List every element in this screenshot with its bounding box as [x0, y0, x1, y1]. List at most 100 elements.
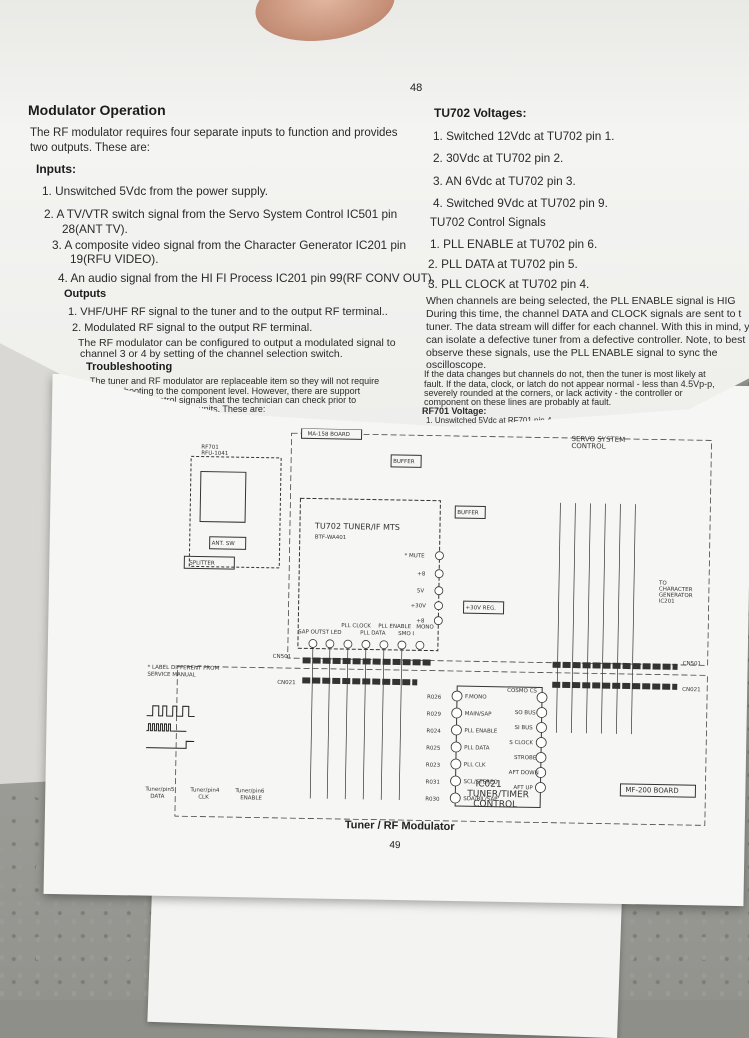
troubleshooting-line-2: troubleshooting to the component level. … [92, 386, 361, 396]
page-49: RF701 RFU-1041 ANT. SW SPLITTER MA-158 B… [43, 373, 749, 907]
wave-label-clk-1: Tuner/pin4 [189, 787, 220, 794]
cn501-right: CN501 [683, 661, 702, 667]
para1-line-3: tuner. The data stream will differ for e… [426, 321, 749, 333]
para2-line-1: If the data changes but channels do not,… [424, 369, 706, 379]
ic021-pin-pll-enable: PLL ENABLE [464, 728, 497, 735]
rf701-item: 1. Unswitched 5Vdc at RF701 pin 4. [426, 416, 554, 425]
tuner-rf-modulator-schematic: RF701 RFU-1041 ANT. SW SPLITTER MA-158 B… [144, 427, 712, 826]
cn021-left: CN021 [277, 680, 296, 686]
wave-label-data-1: Tuner/pin5 [144, 787, 175, 794]
tuner-title: TU702 TUNER/IF MTS [314, 522, 400, 532]
tuner-pin-sap-out: SAP OUT [298, 629, 323, 635]
control-2: 2. PLL DATA at TU702 pin 5. [428, 257, 578, 271]
servo-control-label: CONTROL [571, 442, 605, 451]
voltage-3: 3. AN 6Vdc at TU702 pin 3. [433, 174, 576, 188]
page-number-48: 48 [410, 82, 423, 94]
control-1: 1. PLL ENABLE at TU702 pin 6. [430, 237, 598, 251]
schematic-caption: Tuner / RF Modulator [344, 819, 455, 834]
config-line-2: channel 3 or 4 by setting of the channel… [80, 348, 343, 360]
ic021-left-pins: F.MONO MAIN/SAP PLL ENABLE PLL DATA PLL … [425, 690, 498, 804]
input-2-cont: 28(ANT TV). [62, 222, 128, 236]
tuner-pin-st-led: ST LED [322, 630, 341, 636]
wave-label-enable-1: Tuner/pin6 [234, 788, 265, 795]
to-cg-2: CHARACTER [659, 587, 693, 594]
output-1: 1. VHF/UHF RF signal to the tuner and to… [68, 306, 388, 318]
para2-line-4: component on these lines are probably at… [424, 397, 612, 407]
to-cg-3: GENERATOR [659, 593, 693, 600]
config-line-1: The RF modulator can be configured to ou… [78, 337, 396, 349]
ic021-pin-s-clock: S CLOCK [509, 740, 533, 746]
res-r029: R029 [427, 712, 442, 718]
tuner-pin-pll-data: PLL DATA [360, 630, 386, 636]
tuner-5v-label: 5V [417, 588, 425, 594]
res-r031: R031 [425, 780, 439, 786]
tuner-8v-2-label: +8 [416, 618, 425, 624]
label-note-1: * LABEL DIFFERENT FROM [147, 665, 219, 672]
rf701-heading: RF701 Voltage: [422, 406, 487, 416]
para2-line-2: fault. If the data, clock, or latch do n… [424, 379, 715, 389]
voltage-2: 2. 30Vdc at TU702 pin 2. [433, 151, 564, 165]
troubleshooting-heading: Troubleshooting [86, 361, 173, 373]
res-r030: R030 [425, 796, 440, 802]
voltage-4: 4. Switched 9Vdc at TU702 pin 9. [433, 196, 608, 210]
buffer-2: BUFFER [457, 510, 479, 516]
troubleshooting-line-3: voltages and control signals that the te… [96, 395, 357, 405]
tuner-pin-pll-enable: PLL ENABLE [378, 624, 411, 631]
res-r025: R025 [426, 746, 441, 752]
to-cg-1: TO [658, 581, 667, 587]
cn021-right: CN021 [682, 687, 701, 693]
buffer-1: BUFFER [393, 459, 415, 465]
res-r026: R026 [427, 695, 442, 701]
inputs-heading: Inputs: [36, 162, 76, 176]
rf701-label: RF701 [201, 445, 219, 451]
voltage-1: 1. Switched 12Vdc at TU702 pin 1. [433, 129, 615, 143]
rf701-part: RFU-1041 [201, 451, 228, 457]
ic021-pin-sda: SDA/BIL/SAP [463, 796, 498, 803]
ic021-right-pins: COSMO CS SO BUS SI BUS S CLOCK STROBE AF… [507, 688, 548, 793]
ma-board-label: MA-158 BOARD [308, 431, 350, 438]
page-number-49: 49 [389, 839, 401, 852]
intro-line-2: two outputs. These are: [30, 142, 150, 154]
control-heading: TU702 Control Signals [430, 217, 546, 229]
para1-line-2: During this time, the channel DATA and C… [426, 308, 742, 320]
ic021-label: IC021 [475, 779, 501, 789]
ic021-pin-fmono: F.MONO [465, 694, 487, 700]
outputs-heading: Outputs [64, 288, 107, 300]
label-note-2: SERVICE MANUAL [147, 672, 196, 679]
res-r024: R024 [426, 729, 441, 735]
splitter-label: SPLITTER [189, 560, 215, 566]
tuner-bottom-pins: SAP OUT ST LED PLL CLOCK PLL DATA PLL EN… [298, 623, 434, 650]
ic021-pin-pll-data: PLL DATA [464, 745, 490, 751]
para1-line-4: can isolate a defective tuner from a def… [426, 334, 746, 346]
ic021-pin-cosmo: COSMO CS [507, 688, 537, 695]
control-3: 3. PLL CLOCK at TU702 pin 4. [428, 277, 590, 291]
troubleshooting-line-1: The tuner and RF modulator are replaceab… [90, 376, 380, 386]
tuner-pin-mono: MONO [416, 624, 434, 630]
ic021-pin-aft-down: AFT DOWN [509, 770, 539, 777]
ic021-name-2: CONTROL [473, 799, 517, 810]
tuner-mute-label: * MUTE [404, 553, 425, 559]
para1-line-6: oscilloscope. [426, 359, 487, 371]
ic021-name-1: TUNER/TIMER [466, 789, 529, 800]
tuner-right-pins: * MUTE +8 5V +30V +8 [404, 551, 444, 626]
input-1: 1. Unswitched 5Vdc from the power supply… [42, 184, 268, 198]
reg-label: +30V REG. [466, 605, 497, 612]
ic021-pin-pll-clk: PLL CLK [464, 762, 486, 768]
servo-label: SERVO SYSTEM [571, 435, 625, 444]
input-4: 4. An audio signal from the HI FI Proces… [58, 271, 435, 285]
ic021-pin-main-sap: MAIN/SAP [465, 711, 493, 717]
para1-line-1: When channels are being selected, the PL… [426, 295, 736, 307]
to-cg-4: IC201 [659, 599, 675, 605]
tuner-8v-label: +8 [417, 571, 426, 577]
para1-line-5: observe these signals, use the PLL ENABL… [426, 347, 718, 359]
wave-label-enable-2: ENABLE [240, 795, 262, 801]
tuner-part: BTF-WA401 [315, 535, 347, 542]
voltages-heading: TU702 Voltages: [434, 106, 527, 120]
tuner-pin-pll-clock: PLL CLOCK [341, 623, 371, 630]
page-48: 48 Modulator Operation The RF modulator … [0, 0, 749, 427]
ic021-pin-so-bus: SO BUS [515, 710, 536, 716]
res-r023: R023 [426, 763, 441, 769]
ic021-pin-strobe: STROBE [514, 755, 537, 761]
para2-line-3: severely rounded at the corners, or lack… [424, 388, 683, 398]
output-2: 2. Modulated RF signal to the output RF … [72, 322, 313, 334]
